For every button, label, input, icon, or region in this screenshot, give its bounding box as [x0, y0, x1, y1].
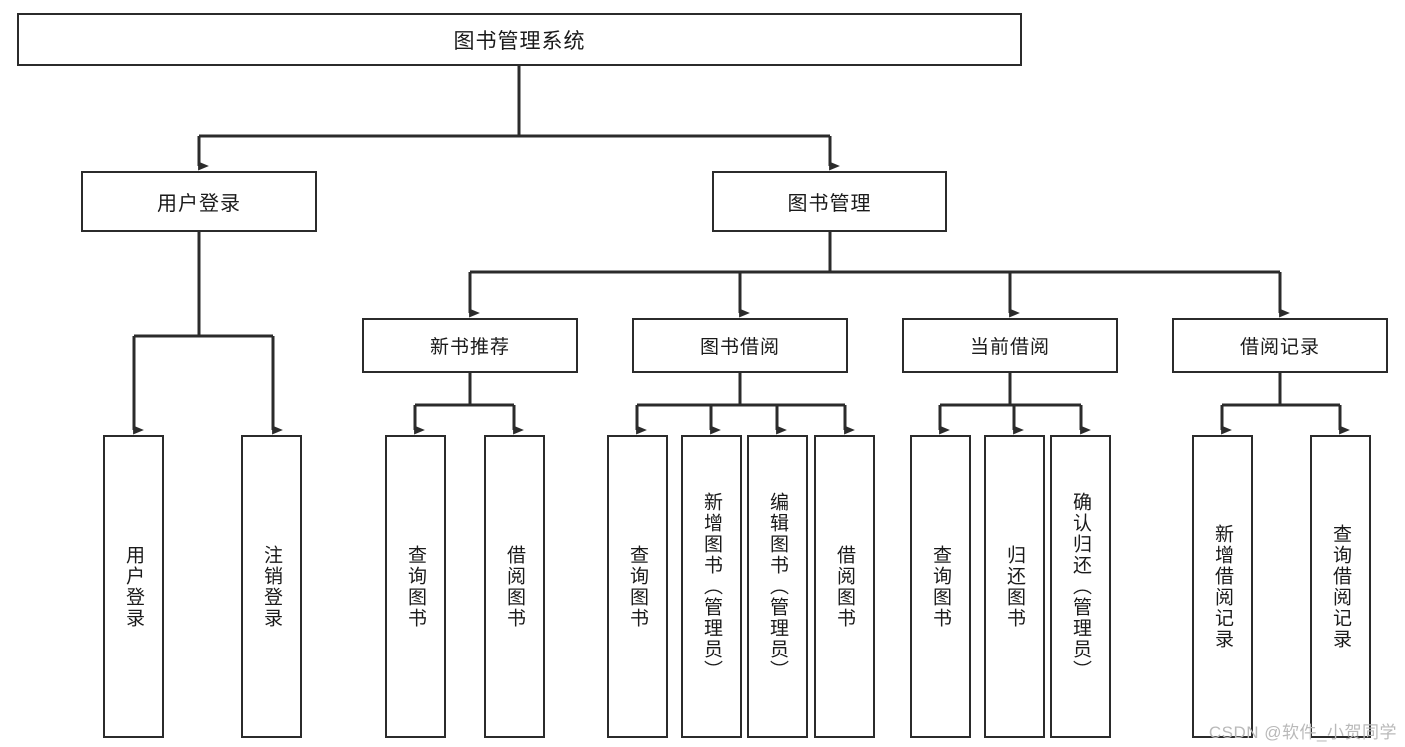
node-leaf-borrow-book-2-label: 借阅图书: [834, 544, 855, 629]
node-book-borrow[interactable]: 图书借阅: [632, 318, 848, 373]
node-leaf-query-book-2-label: 查询图书: [627, 544, 648, 629]
node-borrow-record-label: 借阅记录: [1239, 337, 1320, 358]
node-book-manage[interactable]: 图书管理: [712, 171, 947, 232]
node-leaf-query-book-1-label: 查询图书: [405, 544, 426, 629]
node-root[interactable]: 图书管理系统: [17, 13, 1022, 66]
node-user-login[interactable]: 用户登录: [81, 171, 317, 232]
node-book-borrow-label: 图书借阅: [699, 337, 780, 358]
node-leaf-edit-book-label: 编辑图书（管理员）: [767, 492, 788, 681]
node-leaf-add-record[interactable]: 新增借阅记录: [1192, 435, 1253, 738]
node-leaf-user-login[interactable]: 用户登录: [103, 435, 164, 738]
node-root-label: 图书管理系统: [453, 29, 586, 53]
node-leaf-return-book[interactable]: 归还图书: [984, 435, 1045, 738]
node-book-manage-label: 图书管理: [787, 193, 872, 215]
node-leaf-add-book-label: 新增图书（管理员）: [701, 492, 722, 681]
node-leaf-edit-book[interactable]: 编辑图书（管理员）: [747, 435, 808, 738]
node-leaf-query-book-3-label: 查询图书: [930, 544, 951, 629]
node-user-login-label: 用户登录: [157, 193, 241, 215]
node-leaf-logout[interactable]: 注销登录: [241, 435, 302, 738]
node-borrow-record[interactable]: 借阅记录: [1172, 318, 1388, 373]
node-leaf-confirm-return-label: 确认归还（管理员）: [1070, 492, 1091, 681]
node-leaf-query-book-3[interactable]: 查询图书: [910, 435, 971, 738]
node-current-borrow[interactable]: 当前借阅: [902, 318, 1118, 373]
node-leaf-query-book-2[interactable]: 查询图书: [607, 435, 668, 738]
node-leaf-query-record[interactable]: 查询借阅记录: [1310, 435, 1371, 738]
watermark-text: CSDN @软件_小贺同学: [1208, 723, 1397, 742]
node-leaf-logout-label: 注销登录: [261, 544, 282, 629]
node-leaf-borrow-book-2[interactable]: 借阅图书: [814, 435, 875, 738]
node-leaf-borrow-book-1[interactable]: 借阅图书: [484, 435, 545, 738]
node-leaf-confirm-return[interactable]: 确认归还（管理员）: [1050, 435, 1111, 738]
node-leaf-add-book[interactable]: 新增图书（管理员）: [681, 435, 742, 738]
node-new-book-recommend-label: 新书推荐: [429, 337, 510, 358]
node-leaf-query-book-1[interactable]: 查询图书: [385, 435, 446, 738]
node-leaf-return-book-label: 归还图书: [1004, 544, 1025, 629]
node-leaf-user-login-label: 用户登录: [123, 544, 144, 629]
node-leaf-borrow-book-1-label: 借阅图书: [504, 544, 525, 629]
node-current-borrow-label: 当前借阅: [969, 337, 1050, 358]
node-leaf-add-record-label: 新增借阅记录: [1212, 523, 1233, 650]
node-leaf-query-record-label: 查询借阅记录: [1330, 523, 1351, 650]
node-new-book-recommend[interactable]: 新书推荐: [362, 318, 578, 373]
